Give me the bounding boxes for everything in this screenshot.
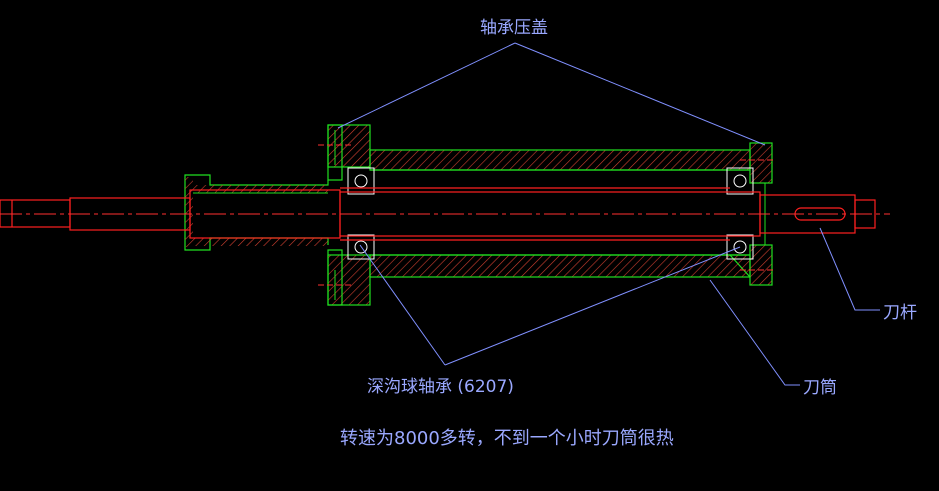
left-extension (184, 174, 329, 251)
left-bearing-cover (318, 124, 371, 306)
bearing-bottom-right (726, 234, 754, 260)
label-bearing-cover: 轴承压盖 (480, 18, 548, 38)
bearing-top-right (726, 167, 754, 195)
right-bearing-cover (740, 142, 775, 286)
leader-lines (337, 42, 880, 386)
bearing-top-left (347, 167, 375, 195)
label-bearing: 深沟球轴承 (6207) (367, 377, 514, 397)
label-tool-bar: 刀杆 (883, 303, 917, 323)
caption: 转速为8000多转，不到一个小时刀筒很热 (340, 428, 674, 449)
bearing-bottom-left (347, 234, 375, 260)
label-tool-sleeve: 刀筒 (803, 378, 837, 398)
bearings (347, 167, 754, 260)
